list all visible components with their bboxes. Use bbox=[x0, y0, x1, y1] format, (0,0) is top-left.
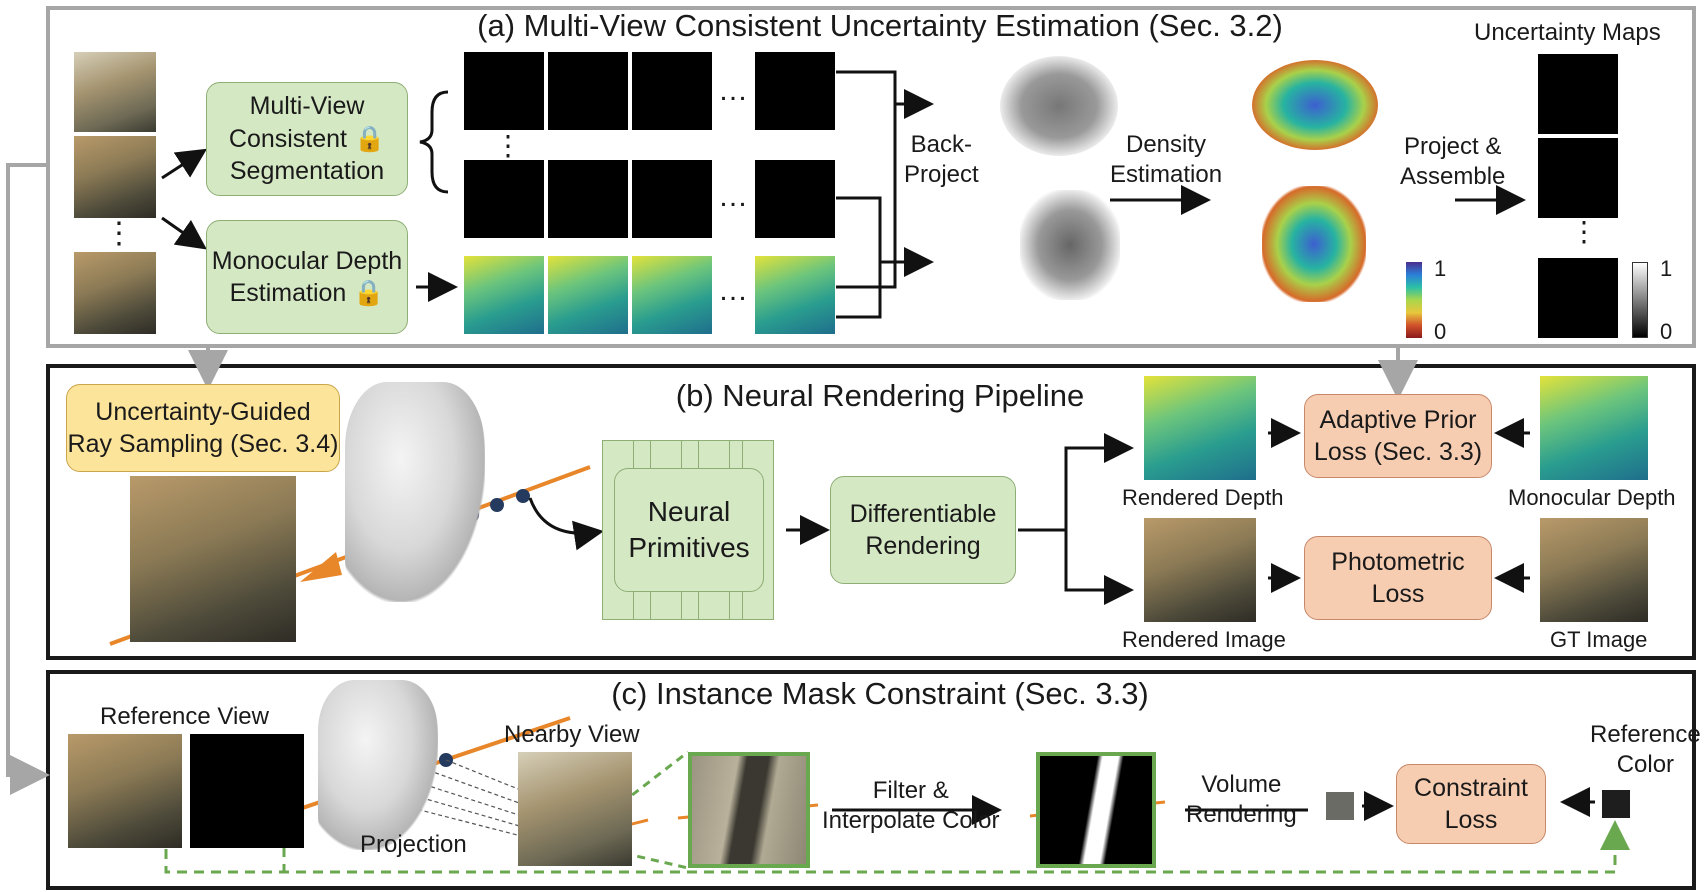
zoom-patch bbox=[688, 752, 810, 868]
panel-b-frame bbox=[46, 364, 1696, 660]
point-cloud-table bbox=[1000, 56, 1118, 156]
ray-arrowhead-b bbox=[300, 552, 342, 582]
gt-image-label: GT Image bbox=[1550, 627, 1648, 652]
chair-mesh-b bbox=[345, 382, 485, 602]
arrow-to-primitives bbox=[528, 497, 604, 551]
ellipsis-vertical: ⋮ bbox=[494, 130, 522, 161]
reference-view-label: Reference View bbox=[100, 703, 269, 730]
mask-thumb bbox=[464, 160, 544, 238]
ellipsis-vertical: ⋮ bbox=[104, 217, 134, 250]
mask-thumb bbox=[755, 52, 835, 130]
mask-thumb bbox=[464, 52, 544, 130]
mask-thumb bbox=[632, 52, 712, 130]
arrow-masks-backproject-2 bbox=[836, 196, 934, 277]
monocular-depth-label: Monocular Depth bbox=[1508, 485, 1676, 510]
filter-label: Filter &Interpolate Color bbox=[822, 777, 1000, 834]
ellipsis-vertical: ⋮ bbox=[1570, 216, 1598, 247]
rendered-image-thumb bbox=[1144, 518, 1256, 622]
lock-icon: 🔒 bbox=[353, 279, 385, 307]
rendered-color-swatch bbox=[1326, 792, 1354, 820]
ellipsis-horizontal: … bbox=[718, 274, 748, 307]
reference-view-photo bbox=[68, 734, 182, 848]
arrow-to-rendered-image bbox=[1064, 530, 1134, 605]
depth-estimation-box: Monocular Depth Estimation 🔒 bbox=[206, 220, 408, 334]
back-project-label: Back-Project bbox=[904, 131, 979, 188]
project-assemble-label: Project &Assemble bbox=[1400, 133, 1506, 190]
depth-map-thumb bbox=[548, 256, 628, 334]
mask-thumb bbox=[755, 160, 835, 238]
mask-thumb bbox=[632, 160, 712, 238]
input-image-3 bbox=[74, 252, 156, 334]
rendered-image-label: Rendered Image bbox=[1122, 627, 1286, 652]
panel-b-title: (b) Neural Rendering Pipeline bbox=[675, 378, 1085, 413]
uncertainty-map-thumb bbox=[1538, 138, 1618, 218]
arrow-depth-backproject-2 bbox=[836, 262, 882, 319]
nearby-view-photo bbox=[518, 752, 632, 866]
ellipsis-horizontal: … bbox=[718, 74, 748, 107]
colorbar-max: 1 bbox=[1434, 256, 1447, 281]
density-cloud-table bbox=[1252, 60, 1378, 150]
lock-icon: 🔒 bbox=[353, 124, 386, 153]
panel-a-title: (a) Multi-View Consistent Uncertainty Es… bbox=[477, 8, 1283, 43]
nearby-view-label: Nearby View bbox=[504, 721, 640, 748]
gt-image-thumb bbox=[1540, 518, 1648, 622]
density-cloud-chair bbox=[1262, 186, 1366, 302]
monocular-depth-thumb bbox=[1540, 376, 1648, 480]
arrow-masks-backproject-1 bbox=[836, 70, 934, 119]
chair-mesh-c bbox=[318, 680, 438, 850]
depth-map-thumb bbox=[755, 256, 835, 334]
green-dashed-return bbox=[164, 820, 1630, 874]
arrow-to-seg bbox=[161, 148, 208, 180]
arrow-to-depth bbox=[161, 216, 207, 250]
ellipsis-horizontal: … bbox=[718, 180, 748, 213]
gray-side-connector bbox=[6, 163, 50, 795]
uncertainty-map-thumb bbox=[1538, 258, 1618, 338]
graybar-min: 0 bbox=[1660, 319, 1673, 344]
segmentation-box: Multi-View Consistent 🔒 Segmentation bbox=[206, 82, 408, 196]
arrow-depth-backproject-1 bbox=[836, 104, 897, 289]
graybar-max: 1 bbox=[1660, 256, 1673, 281]
point-cloud-chair bbox=[1020, 190, 1120, 300]
brace bbox=[419, 90, 449, 194]
grayscale-colorbar bbox=[1632, 262, 1648, 338]
mask-thumb bbox=[548, 160, 628, 238]
input-image-2 bbox=[74, 136, 156, 218]
panel-a-frame bbox=[46, 6, 1696, 348]
rendered-depth-label: Rendered Depth bbox=[1122, 485, 1284, 510]
uncertainty-map-thumb bbox=[1538, 54, 1618, 134]
reference-view-mask bbox=[190, 734, 304, 848]
colorbar-min: 0 bbox=[1434, 319, 1447, 344]
reference-color-swatch bbox=[1602, 790, 1630, 818]
projection-label: Projection bbox=[360, 831, 467, 858]
panel-c-title: (c) Instance Mask Constraint (Sec. 3.3) bbox=[611, 676, 1149, 711]
depth-map-thumb bbox=[632, 256, 712, 334]
mask-patch bbox=[1036, 752, 1156, 868]
arrow-to-rendered-depth bbox=[1064, 433, 1134, 530]
mask-thumb bbox=[548, 52, 628, 130]
depth-map-thumb bbox=[464, 256, 544, 334]
uncertainty-maps-title: Uncertainty Maps bbox=[1474, 19, 1661, 46]
ray-sampling-image bbox=[130, 476, 296, 642]
input-image-1 bbox=[74, 52, 156, 132]
rendered-depth-thumb bbox=[1144, 376, 1256, 480]
uncertainty-colorbar bbox=[1406, 262, 1422, 338]
